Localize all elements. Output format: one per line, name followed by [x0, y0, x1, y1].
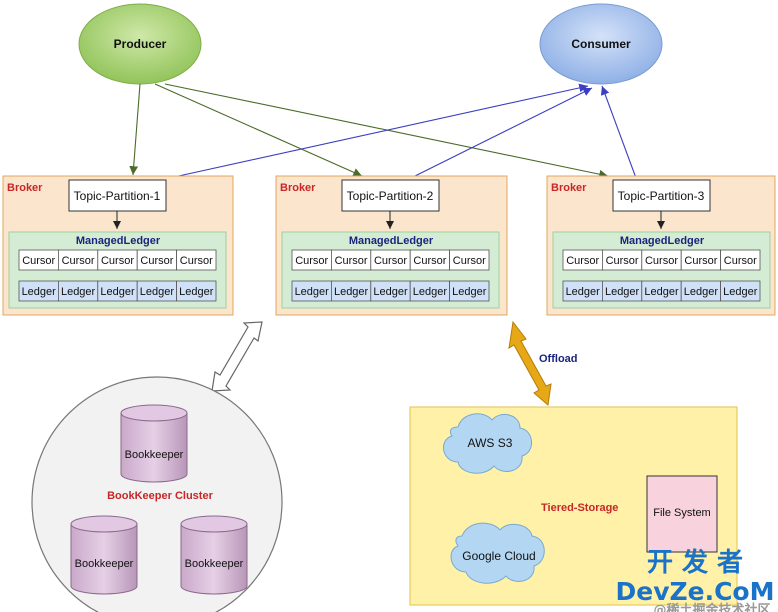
- cursor-label: Cursor: [62, 255, 95, 267]
- tiered-storage-label: Tiered-Storage: [541, 502, 618, 514]
- ledger-cell: [449, 280, 490, 302]
- ledger-label: Ledger: [452, 286, 487, 298]
- cursor-cell: [176, 249, 217, 271]
- topic-partition-label: Topic-Partition-1: [74, 189, 161, 203]
- bookkeeper-double-arrow: [211, 321, 263, 392]
- file-system-label: File System: [653, 507, 710, 519]
- ledger-label: Ledger: [295, 286, 330, 298]
- cursor-label: Cursor: [645, 255, 678, 267]
- watermark-line1: 开 发 者: [647, 547, 743, 578]
- watermark-line2: DevZe.CoM: [616, 577, 775, 606]
- ledger-label: Ledger: [373, 286, 408, 298]
- topic-partition-label: Topic-Partition-3: [618, 189, 705, 203]
- bookkeeper-node-1: Bookkeeper: [120, 404, 188, 483]
- bookkeeper-node-label: Bookkeeper: [125, 449, 184, 461]
- consumer-node: [539, 3, 663, 85]
- bookkeeper-node-3: Bookkeeper: [180, 515, 248, 595]
- ledger-label: Ledger: [61, 286, 96, 298]
- cursor-row: Cursor Cursor Cursor Cursor Cursor: [291, 249, 490, 271]
- cursor-cell: [449, 249, 490, 271]
- topic-partition-box: [341, 179, 440, 212]
- cursor-row: Cursor Cursor Cursor Cursor Cursor: [18, 249, 217, 271]
- cursor-row: Cursor Cursor Cursor Cursor Cursor: [562, 249, 761, 271]
- watermark-line3: @稀土掘金技术社区: [653, 602, 770, 612]
- bookkeeper-node-2: Bookkeeper: [70, 515, 138, 595]
- cursor-label: Cursor: [453, 255, 486, 267]
- cursor-label: Cursor: [374, 255, 407, 267]
- cursor-cell: [720, 249, 761, 271]
- ledger-label: Ledger: [413, 286, 448, 298]
- file-system-box: File System: [646, 475, 718, 553]
- broker-label: Broker: [7, 182, 43, 194]
- broker-label: Broker: [551, 182, 587, 194]
- cursor-label: Cursor: [22, 255, 55, 267]
- bookkeeper-cluster-label: BookKeeper Cluster: [107, 490, 213, 502]
- cursor-label: Cursor: [101, 255, 134, 267]
- aws-s3-cloud: AWS S3: [443, 413, 532, 474]
- consumer-arrows: [164, 83, 637, 180]
- cursor-label: Cursor: [180, 255, 213, 267]
- cursor-label: Cursor: [295, 255, 328, 267]
- broker-2: Broker Topic-Partition-2 ManagedLedger C…: [275, 175, 508, 316]
- aws-s3-label: AWS S3: [468, 436, 513, 450]
- offload-label: Offload: [539, 353, 578, 365]
- consumer-label: Consumer: [571, 37, 631, 51]
- ledger-label: Ledger: [179, 286, 214, 298]
- cursor-label: Cursor: [724, 255, 757, 267]
- cursor-label: Cursor: [140, 255, 173, 267]
- google-cloud-cloud: Google Cloud: [450, 522, 545, 584]
- topic-partition-label: Topic-Partition-2: [347, 189, 434, 203]
- broker-label: Broker: [280, 182, 316, 194]
- ledger-row: Ledger Ledger Ledger Ledger Ledger: [291, 280, 490, 302]
- ledger-cell: [176, 280, 217, 302]
- managed-ledger-title: ManagedLedger: [620, 235, 705, 247]
- cursor-label: Cursor: [684, 255, 717, 267]
- broker-1: Broker Topic-Partition-1 ManagedLedger C…: [2, 175, 234, 316]
- cursor-label: Cursor: [566, 255, 599, 267]
- ledger-label: Ledger: [644, 286, 679, 298]
- bookkeeper-node-label: Bookkeeper: [185, 558, 244, 570]
- ledger-label: Ledger: [566, 286, 601, 298]
- producer-label: Producer: [114, 37, 167, 51]
- bookkeeper-node-label: Bookkeeper: [75, 558, 134, 570]
- ledger-row: Ledger Ledger Ledger Ledger Ledger: [18, 280, 217, 302]
- cursor-label: Cursor: [335, 255, 368, 267]
- ledger-label: Ledger: [684, 286, 719, 298]
- ledger-label: Ledger: [100, 286, 135, 298]
- ledger-label: Ledger: [22, 286, 57, 298]
- cursor-label: Cursor: [413, 255, 446, 267]
- ledger-label: Ledger: [605, 286, 640, 298]
- ledger-row: Ledger Ledger Ledger Ledger Ledger: [562, 280, 761, 302]
- managed-ledger-title: ManagedLedger: [349, 235, 434, 247]
- ledger-label: Ledger: [140, 286, 175, 298]
- managed-ledger-title: ManagedLedger: [76, 235, 161, 247]
- ledger-cell: [720, 280, 761, 302]
- offload-double-arrow: [508, 320, 552, 406]
- topic-partition-box: [68, 179, 167, 212]
- ledger-label: Ledger: [723, 286, 758, 298]
- broker-3: Broker Topic-Partition-3 ManagedLedger C…: [546, 175, 776, 316]
- cursor-label: Cursor: [606, 255, 639, 267]
- google-cloud-label: Google Cloud: [462, 549, 535, 563]
- ledger-label: Ledger: [334, 286, 369, 298]
- watermark: 开 发 者 DevZe.CoM @稀土掘金技术社区: [616, 547, 775, 612]
